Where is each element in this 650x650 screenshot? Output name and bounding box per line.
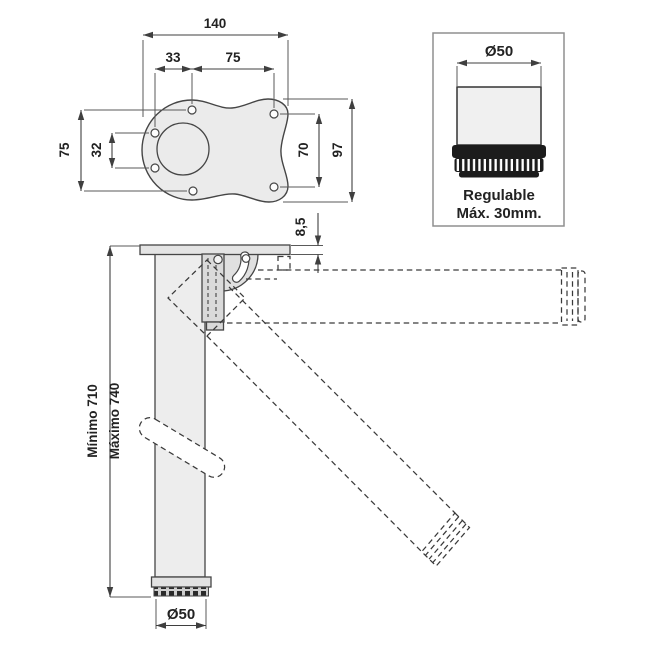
leg-side-view: Mínimo 710 Máximo 740 8,5 Ø50 (85, 213, 586, 629)
leg-foot-collar (150, 576, 212, 588)
slot-end-hole (241, 254, 251, 263)
plate-thickness-dimension: 8,5 (291, 213, 323, 273)
extension-lines (84, 40, 348, 203)
detail-label-line1: Regulable (463, 187, 535, 204)
dim-min-height: Mínimo 710 (85, 384, 100, 458)
leg-foot-knurl (153, 586, 209, 597)
dim-hole-offset: 33 (165, 50, 181, 65)
break-mark (138, 417, 226, 478)
dim-foot-diameter: Ø50 (167, 606, 195, 623)
pivot-pin (213, 254, 223, 265)
detail-diameter-label: Ø50 (485, 43, 513, 60)
detail-tube (456, 86, 542, 146)
bracket-foot (205, 321, 225, 331)
dim-overall-width: 140 (204, 16, 227, 31)
detail-label-line2: Máx. 30mm. (456, 205, 541, 222)
dimension-lines (77, 31, 356, 202)
detail-bottom-rim (459, 171, 539, 178)
screw-holes (150, 105, 279, 196)
plate-top-view: 140 33 75 75 32 70 97 (57, 16, 356, 203)
dim-left-inner: 32 (89, 142, 104, 157)
dim-left-height: 75 (57, 142, 72, 158)
dim-right-total: 97 (330, 142, 345, 157)
dim-max-height: Máximo 740 (107, 383, 122, 460)
folded-positions (138, 255, 586, 567)
detail-box: Ø50 Regulable Máx. 30mm. (432, 32, 565, 227)
height-dimension: Mínimo 710 Máximo 740 (85, 245, 151, 598)
mounting-plate-edge (139, 244, 291, 256)
dim-plate-thickness: 8,5 (293, 217, 308, 236)
dim-right-inner: 70 (296, 142, 311, 157)
leg-tube (154, 253, 206, 578)
detail-black-band (452, 145, 546, 158)
foot-diameter-dimension: Ø50 (155, 599, 207, 629)
detail-knurled-ring (454, 158, 544, 172)
dim-hole-spacing-top: 75 (225, 50, 241, 65)
plate-outline (141, 98, 289, 203)
hinge-bracket (201, 253, 225, 323)
center-bore-circle (156, 122, 210, 176)
